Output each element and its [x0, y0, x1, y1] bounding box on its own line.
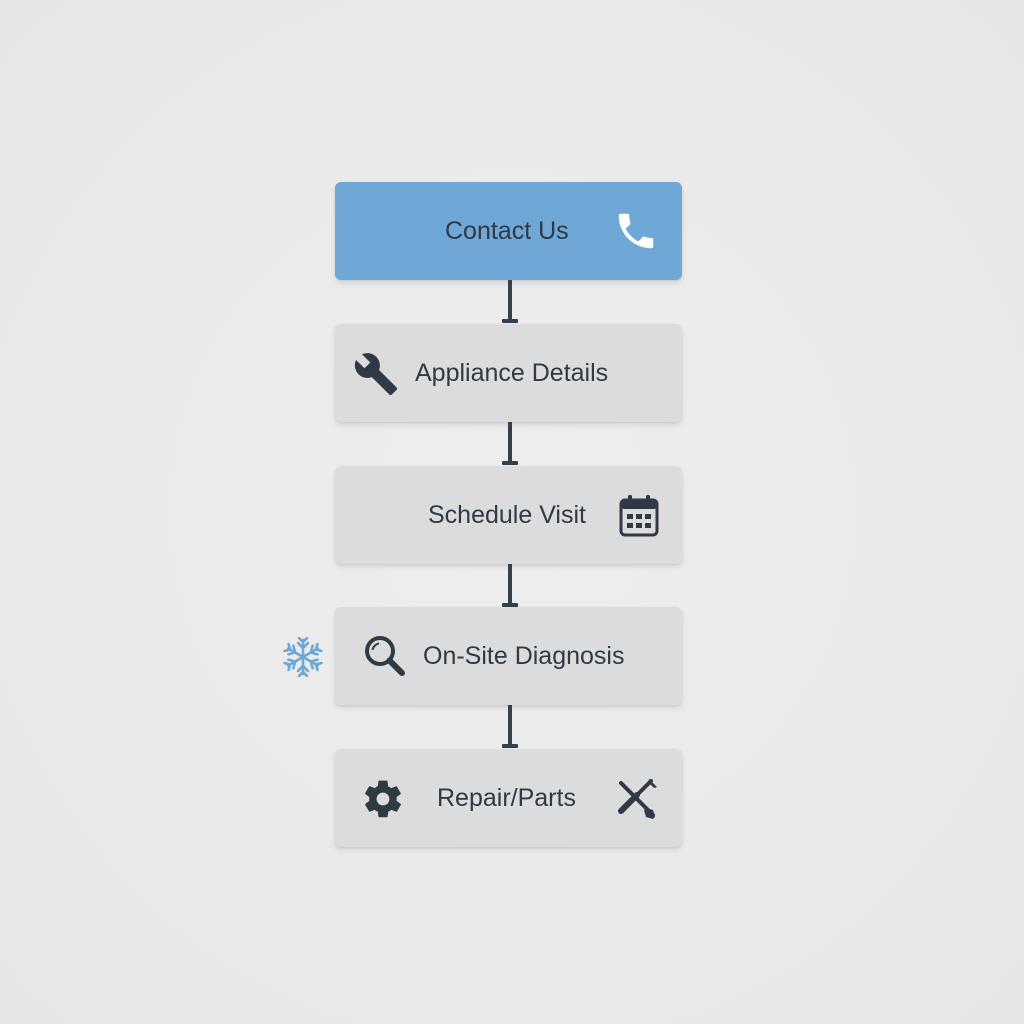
step-label: On-Site Diagnosis	[423, 642, 625, 670]
connector	[508, 280, 512, 322]
step-schedule-visit[interactable]: Schedule Visit	[335, 466, 682, 564]
step-label: Contact Us	[445, 217, 569, 245]
connector	[508, 564, 512, 606]
wrench-icon	[353, 351, 399, 397]
step-label: Schedule Visit	[428, 501, 586, 529]
step-label: Appliance Details	[415, 359, 609, 387]
step-repair-parts[interactable]: Repair/Parts	[335, 749, 682, 847]
connector-cap	[502, 319, 518, 323]
snowflake-icon	[282, 636, 324, 682]
connector-cap	[502, 461, 518, 465]
connector	[508, 705, 512, 747]
screwdriver-wrench-icon	[615, 777, 659, 821]
phone-icon	[613, 208, 659, 254]
connector-cap	[502, 603, 518, 607]
step-on-site-diagnosis[interactable]: On-Site Diagnosis	[335, 607, 682, 705]
connector	[508, 422, 512, 464]
step-label: Repair/Parts	[437, 784, 576, 812]
step-appliance-details[interactable]: Appliance Details	[335, 324, 682, 422]
calendar-icon	[618, 494, 660, 538]
connector-cap	[502, 744, 518, 748]
magnifier-icon	[362, 633, 408, 679]
gear-icon	[361, 777, 405, 821]
step-contact-us[interactable]: Contact Us	[335, 182, 682, 280]
